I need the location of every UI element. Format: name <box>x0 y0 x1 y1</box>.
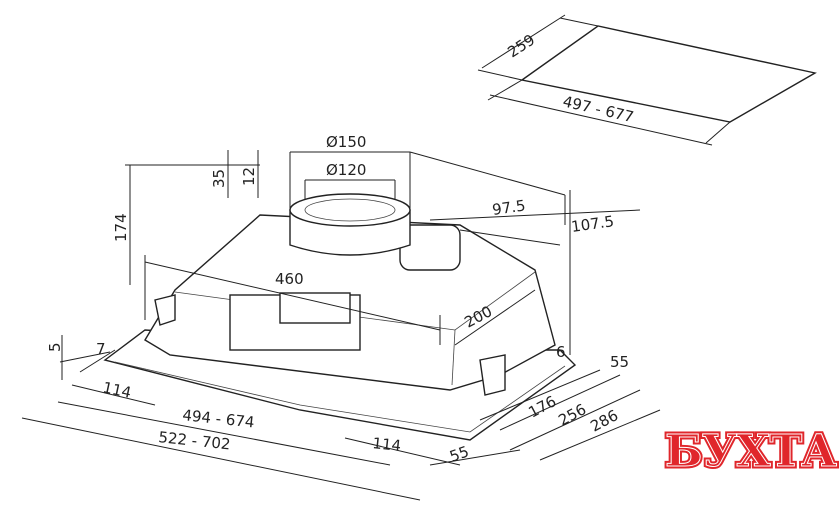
dim-outlet-collar: 12 <box>240 167 258 186</box>
cutout-panel <box>520 25 817 123</box>
svg-text:БУХТА: БУХТА <box>665 426 837 477</box>
dim-outlet-outer: Ø150 <box>326 133 366 151</box>
cutout-dim-lines <box>477 14 731 146</box>
dim-front-55: 55 <box>447 442 471 465</box>
dim-frame-height: 5 <box>46 342 64 352</box>
dim-depth-286: 286 <box>587 406 621 435</box>
dim-right-edge: 6 <box>556 343 566 361</box>
dim-width-outer: 522 - 702 <box>158 428 232 453</box>
dim-front-114: 114 <box>372 434 402 455</box>
dim-frame-edge: 7 <box>96 340 106 358</box>
buhta-logo: БУХТА БУХТА <box>663 424 840 480</box>
dim-left-114: 114 <box>101 378 133 402</box>
hood-body <box>103 193 577 441</box>
dim-depth-256: 256 <box>555 400 589 429</box>
dimension-lines <box>21 150 661 501</box>
dim-outlet-height: 35 <box>210 169 228 188</box>
dim-outlet-offset-a: 97.5 <box>491 196 527 218</box>
dim-body-height: 174 <box>112 213 130 242</box>
svg-text:БУХТА: БУХТА <box>665 426 837 477</box>
dim-outlet-offset-b: 107.5 <box>570 212 615 236</box>
dim-inner-width: 460 <box>275 270 304 288</box>
dim-right-55: 55 <box>610 353 629 371</box>
dim-outlet-inner: Ø120 <box>326 161 366 179</box>
